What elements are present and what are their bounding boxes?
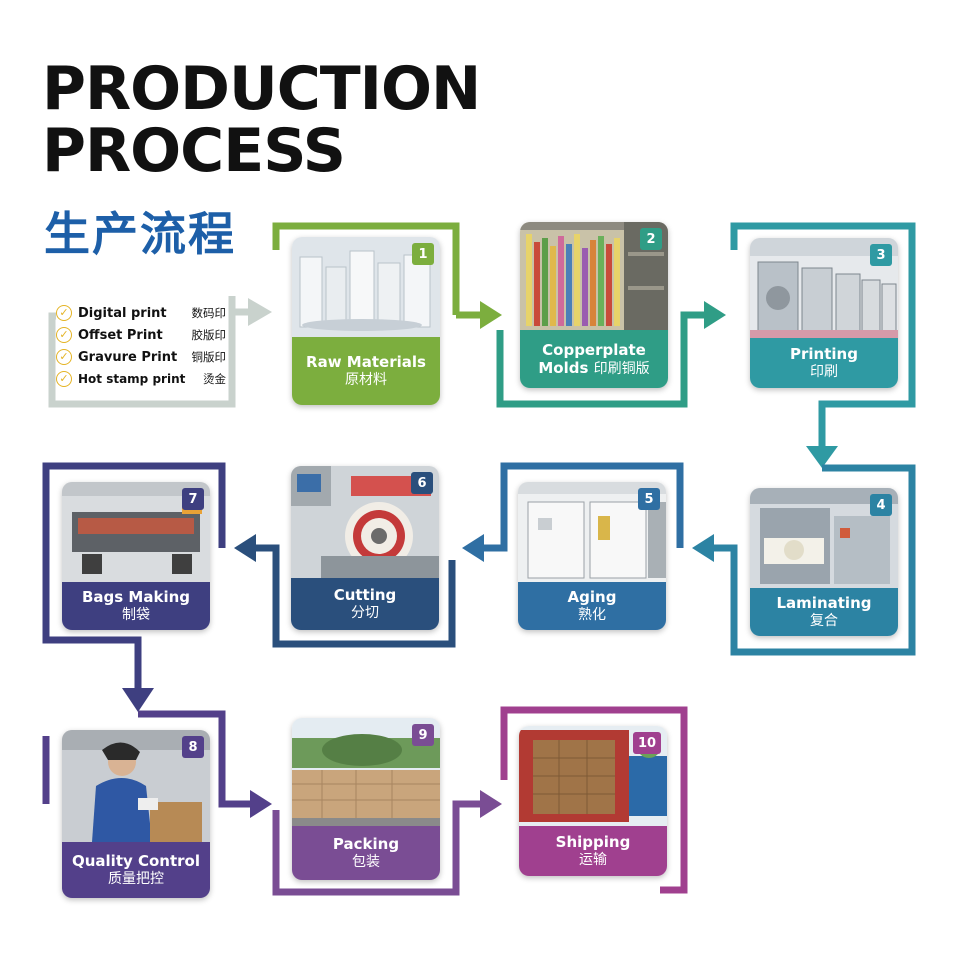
- step-number-badge: 5: [638, 488, 660, 510]
- arrow-2-3: [704, 301, 726, 329]
- step-card-shipping: 10 Shipping 运输: [519, 726, 667, 876]
- methods-frame: [48, 296, 236, 408]
- step-title-en: Aging: [567, 588, 617, 606]
- step2-frame: [496, 311, 706, 408]
- step-card-printing: 3 Printing 印刷: [750, 238, 898, 388]
- step-title-zh: 运输: [579, 852, 607, 868]
- step-number-badge: 8: [182, 736, 204, 758]
- step-label: Bags Making 制袋: [62, 582, 210, 630]
- method-hot-stamp-print: ✓ Hot stamp print 烫金: [56, 368, 226, 390]
- step-label: Copperplate Molds 印刷铜版: [520, 330, 668, 388]
- step-title-zh: 复合: [810, 613, 838, 629]
- step-title-en-2: Molds: [538, 358, 589, 377]
- laminating-photo: [750, 488, 898, 588]
- step7-frame: [42, 462, 226, 688]
- printing-photo: [750, 238, 898, 338]
- step-number-badge: 9: [412, 724, 434, 746]
- step8-frame: [138, 710, 250, 808]
- step-title-zh: 分切: [351, 605, 379, 621]
- step-title-en: Copperplate: [542, 340, 646, 359]
- method-offset-print: ✓ Offset Print 胶版印: [56, 324, 226, 346]
- arrow-5-6: [462, 534, 484, 562]
- step-title-zh: 印刷: [810, 364, 838, 380]
- step-number-badge: 3: [870, 244, 892, 266]
- arrow-9-10: [480, 790, 502, 818]
- arrow-4-5: [692, 534, 714, 562]
- step-label: Raw Materials 原材料: [292, 337, 440, 405]
- step-card-laminating: 4 Laminating 复合: [750, 488, 898, 636]
- check-icon: ✓: [56, 327, 72, 343]
- step-title-zh: 熟化: [578, 607, 606, 623]
- step-number-badge: 1: [412, 243, 434, 265]
- step-card-raw-materials: 1 Raw Materials 原材料: [292, 237, 440, 405]
- step-card-aging: 5 Aging 熟化: [518, 482, 666, 630]
- step-card-packing: 9 Packing 包装: [292, 718, 440, 880]
- step-label: Packing 包装: [292, 826, 440, 880]
- raw-materials-photo: [292, 237, 440, 337]
- method-label: Hot stamp print: [78, 372, 186, 386]
- step-title-line2: Molds 印刷铜版: [538, 359, 649, 378]
- method-label-zh: 铜版印: [191, 350, 227, 364]
- step4-frame: [712, 464, 916, 656]
- arrow-methods-to-1: [248, 298, 272, 326]
- step6-frame: [254, 544, 456, 648]
- step-title-en: Shipping: [555, 833, 631, 851]
- step-title-en: Packing: [332, 835, 400, 853]
- step10-frame: [500, 706, 688, 894]
- step9-frame: [272, 800, 480, 896]
- method-label: Digital print: [78, 305, 167, 321]
- arrow-1-2: [480, 301, 502, 329]
- step-title-en: Raw Materials: [306, 353, 426, 371]
- check-icon: ✓: [56, 371, 72, 387]
- method-gravure-print: ✓ Gravure Print 铜版印: [56, 346, 226, 368]
- step1-frame-top: [272, 222, 460, 315]
- aging-photo: [518, 482, 666, 582]
- print-methods-list: ✓ Digital print 数码印 ✓ Offset Print 胶版印 ✓…: [56, 302, 226, 390]
- step-title-en: Quality Control: [71, 852, 200, 870]
- step-title-zh: 印刷铜版: [593, 360, 650, 377]
- method-digital-print: ✓ Digital print 数码印: [56, 302, 226, 324]
- step-label: Quality Control 质量把控: [62, 842, 210, 898]
- step-title-zh: 包装: [352, 854, 380, 870]
- step5-frame: [482, 462, 684, 552]
- step-title-en: Bags Making: [81, 588, 191, 606]
- step-number-badge: 4: [870, 494, 892, 516]
- method-label-zh: 数码印: [191, 306, 227, 320]
- title-line-1: PRODUCTION: [42, 54, 481, 124]
- step-card-copperplate-molds: 2 Copperplate Molds 印刷铜版: [520, 222, 668, 388]
- step-title-zh: 制袋: [122, 607, 150, 623]
- arrow-6-7: [234, 534, 256, 562]
- page-subtitle: 生产流程: [44, 207, 236, 261]
- arrow-7-8: [122, 688, 154, 712]
- step-title-en: Printing: [790, 345, 858, 363]
- method-label-zh: 烫金: [203, 372, 226, 386]
- step-title-en: Laminating: [776, 594, 872, 612]
- step-label: Printing 印刷: [750, 338, 898, 388]
- check-icon: ✓: [56, 305, 72, 321]
- step-label: Shipping 运输: [519, 826, 667, 876]
- step-number-badge: 2: [640, 228, 662, 250]
- step-title-zh: 原材料: [345, 372, 387, 388]
- step3-frame: [730, 222, 916, 446]
- step-title-zh: 质量把控: [108, 871, 164, 887]
- arrow-3-4: [806, 446, 838, 468]
- step-card-cutting: 6 Cutting 分切: [291, 466, 439, 630]
- method-label: Gravure Print: [78, 349, 178, 365]
- step-label: Cutting 分切: [291, 578, 439, 630]
- step-number-badge: 6: [411, 472, 433, 494]
- arrow-8-9: [250, 790, 272, 818]
- step-card-bags-making: 7 Bags Making 制袋: [62, 482, 210, 630]
- method-label: Offset Print: [78, 327, 163, 343]
- check-icon: ✓: [56, 349, 72, 365]
- title-line-2: PROCESS: [42, 116, 346, 186]
- step-label: Aging 熟化: [518, 582, 666, 630]
- step-number-badge: 10: [633, 732, 661, 754]
- page-title: PRODUCTION PROCESS: [42, 54, 481, 186]
- step-title-en: Cutting: [333, 586, 397, 604]
- step-label: Laminating 复合: [750, 588, 898, 636]
- step-card-quality-control: 8 Quality Control 质量把控: [62, 730, 210, 898]
- step-number-badge: 7: [182, 488, 204, 510]
- method-label-zh: 胶版印: [191, 328, 227, 342]
